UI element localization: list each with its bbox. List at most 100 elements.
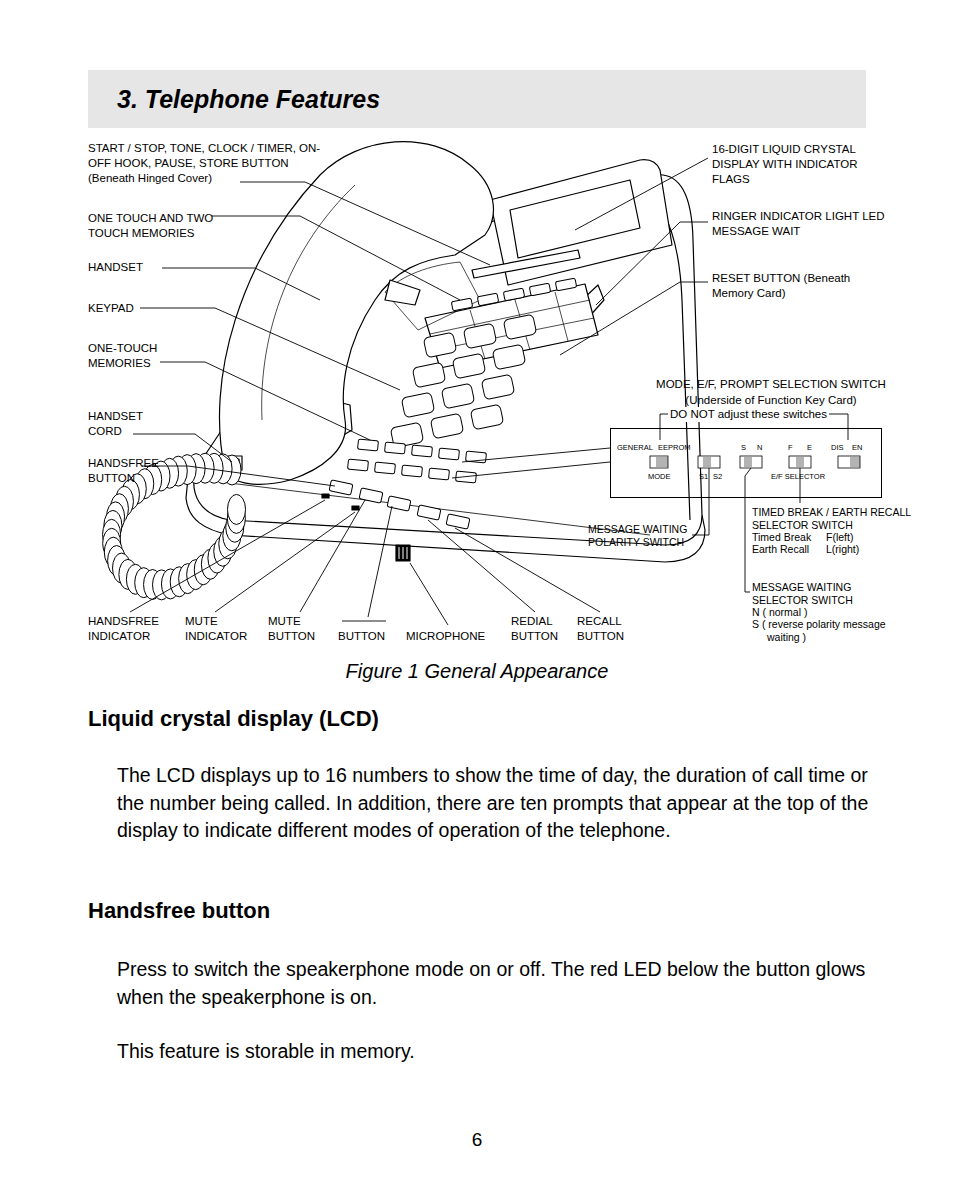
switch-hatch [706,457,707,467]
phone-key [441,383,475,409]
switch-label: N [757,443,762,452]
phone-keys [329,278,577,529]
cord-coil [228,494,246,524]
body-text: Press to switch the speakerphone mode on… [117,956,877,1011]
phone-key [503,288,524,301]
switch-hatch [801,457,802,467]
phone-key [470,404,504,430]
phone-key [446,514,470,529]
switch-label: EEPROM [658,443,691,452]
phone-key [423,332,457,358]
phone-key [492,344,526,370]
callout-label: Earth Recall [752,543,809,556]
phone-key [359,488,383,503]
callout-label: S ( reverse polarity message waiting ) [752,618,907,643]
phone-key [401,392,435,418]
switch-label: S1 [699,472,708,481]
switch-hatch [799,457,800,467]
callout-label: HANDSET [88,260,143,275]
switch-label: DIS [831,443,844,452]
phone-key [477,293,498,306]
callout-label: REDIAL BUTTON [511,614,566,644]
callout-label: DO NOT adjust these switches [668,407,829,422]
switch-hatch [661,457,662,467]
switch-hatch [851,457,852,467]
switch-label: EN [852,443,862,452]
callout-label: MESSAGE WAITING POLARITY SWITCH [588,523,700,548]
callout-label: RECALL BUTTON [577,614,637,644]
switch-hatch [659,457,660,467]
phone-key [430,413,464,439]
callout-label: HANDSFREE INDICATOR [88,614,173,644]
phone-key [412,445,433,457]
body-text: The LCD displays up to 16 numbers to sho… [117,762,877,845]
phone-key [529,283,550,296]
phone-key [402,465,423,477]
callout-label: ONE TOUCH AND TWO TOUCH MEMORIES [88,211,238,241]
callout-label: Timed Break [752,531,811,544]
callout-label: F(left) [826,531,853,544]
callout-label: RINGER INDICATOR LIGHT LED MESSAGE WAIT [712,209,887,239]
switch-hatch [751,457,752,467]
switch-hatch [853,457,854,467]
callout-label: RESET BUTTON (Beneath Memory Card) [712,271,872,301]
phone-key [412,362,446,388]
switch-label: E/F SELECTOR [771,472,825,481]
figure-caption: Figure 1 General Appearance [0,658,954,684]
switch-hatch [704,457,705,467]
switch-hatch [663,457,664,467]
phone-key [555,278,576,291]
callout-label: START / STOP, TONE, CLOCK / TIMER, ON-OF… [88,141,328,186]
switch-hatch [745,457,746,467]
callout-label: KEYPAD [88,301,134,316]
callout-label: MICROPHONE [406,629,485,644]
switch-hatch [667,457,668,467]
switch-label: S [741,443,746,452]
phone-key [358,439,379,451]
phone-key [385,442,406,454]
switch-panel: GENERALEEPROMMODESNS1S2FEE/F SELECTORDIS… [610,428,882,498]
phone-key [375,462,396,474]
switch-hatch [857,457,858,467]
phone-key [439,448,460,460]
phone-key [429,468,450,480]
callout-label: BUTTON [338,629,385,644]
section-heading: Liquid crystal display (LCD) [88,705,379,733]
section-title: 3. Telephone Features [117,83,380,115]
phone-key [348,459,369,471]
switch-hatch [657,457,658,467]
callout-label: TIMED BREAK / EARTH RECALL SELECTOR SWIT… [752,506,917,531]
switch-graphics [650,456,860,468]
callout-label: ONE-TOUCH MEMORIES [88,341,168,371]
section-heading: Handsfree button [88,897,270,925]
switch-label: E [807,443,812,452]
callout-label: HANDSFREE BUTTON [88,456,168,486]
phone-key [451,298,472,311]
phone-key [481,374,515,400]
phone-key [417,505,441,520]
callout-label: MUTE BUTTON [268,614,328,644]
switch-hatch [747,457,748,467]
switch-hatch [803,457,804,467]
switch-label: S2 [713,472,722,481]
body-text: This feature is storable in memory. [117,1038,415,1066]
switch-hatch [855,457,856,467]
switch-hatch [708,457,709,467]
callout-label: 16-DIGIT LIQUID CRYSTAL DISPLAY WITH IND… [712,142,882,187]
callout-label: L(right) [826,543,859,556]
title-band [88,70,866,128]
switch-hatch [859,457,860,467]
phone-key [387,496,411,511]
callout-label: HANDSET CORD [88,409,148,439]
phone-key [463,323,497,349]
callout-label: MUTE INDICATOR [185,614,260,644]
phone-drawing [186,142,705,562]
switch-label: MODE [648,472,671,481]
switch-hatch [797,457,798,467]
callout-label: MODE, E/F, PROMPT SELECTION SWITCH (Unde… [640,376,902,408]
phone-key [452,353,486,379]
phone-key [503,314,537,340]
callout-label: N ( normal ) [752,606,807,619]
callout-label: MESSAGE WAITING SELECTOR SWITCH [752,581,872,606]
switch-label: F [788,443,793,452]
